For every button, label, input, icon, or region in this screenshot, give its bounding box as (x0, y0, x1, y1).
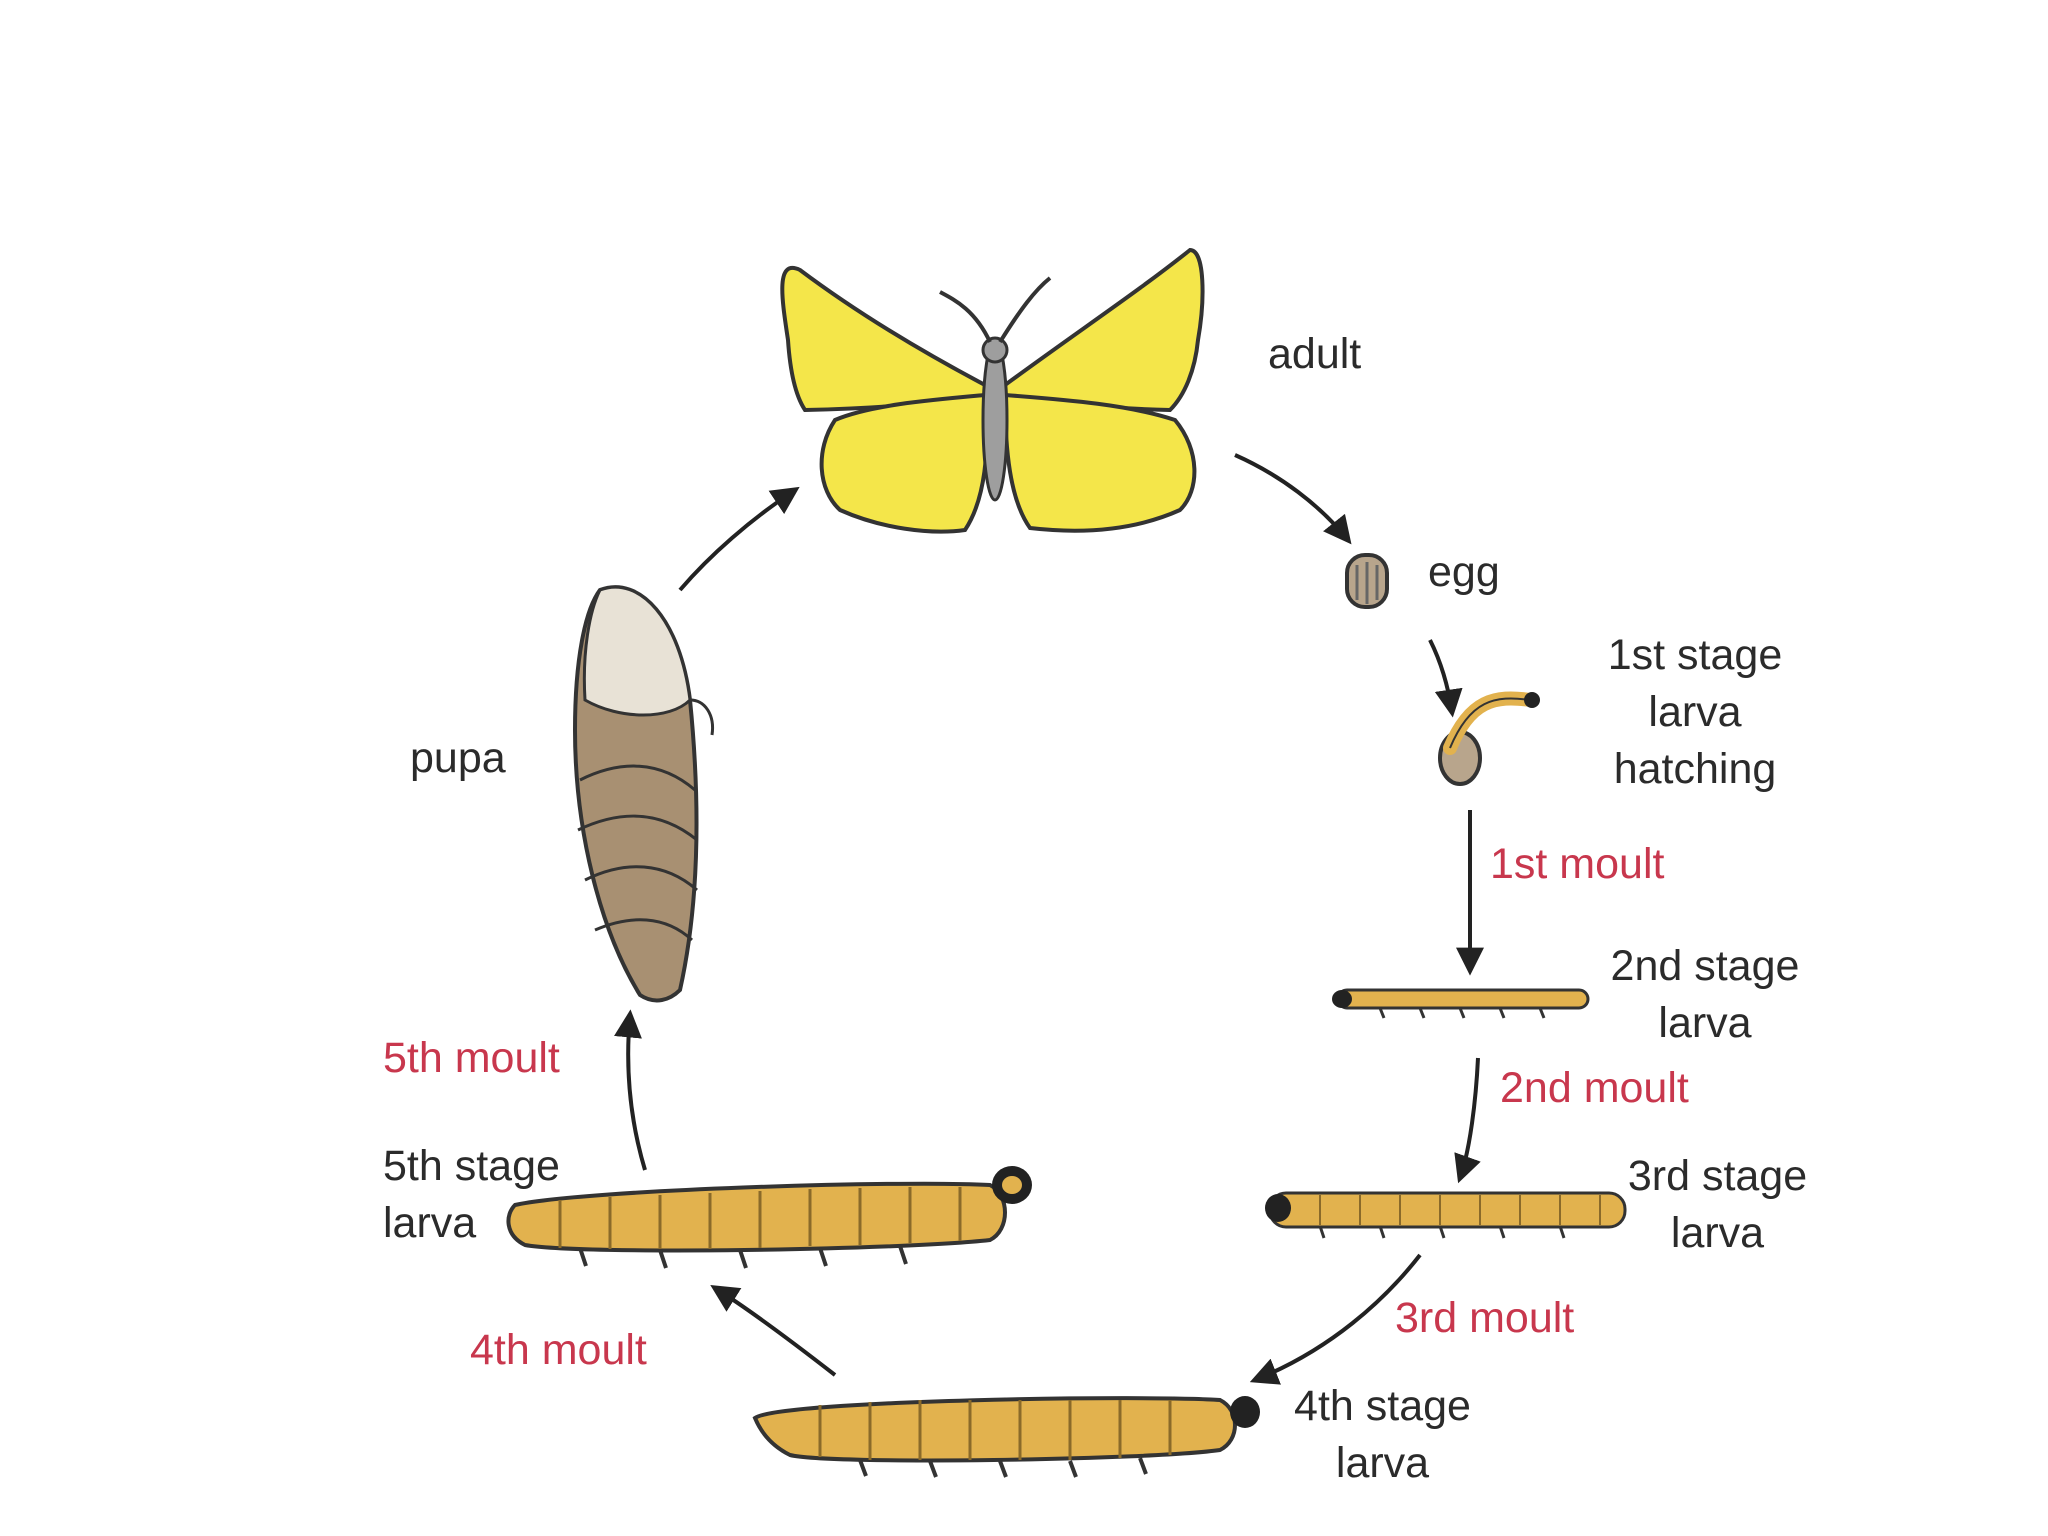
adult-butterfly (780, 247, 1205, 534)
larva3-line-1: 3rd stage (1627, 1152, 1808, 1200)
moult-1-label: 1st moult (1490, 840, 1665, 888)
moult-3-label: 3rd moult (1395, 1294, 1575, 1342)
butterfly-head (981, 336, 1009, 364)
larva1-line-2: larva (1648, 688, 1742, 736)
larva5-line-2: larva (383, 1199, 477, 1247)
adult-label: adult (1268, 330, 1362, 378)
second-stage-larva (1332, 988, 1590, 1019)
hatching-larva-illustration (1438, 691, 1540, 786)
larva5-label: 5th stage larva (383, 1138, 560, 1252)
larva2-line-1: 2nd stage (1610, 942, 1800, 990)
larva5-line-1: 5th stage (383, 1142, 560, 1190)
lower-right-wing (1002, 392, 1197, 533)
third-stage-larva (1265, 1191, 1627, 1239)
upper-right-wing (1003, 247, 1205, 413)
right-antenna (998, 276, 1052, 344)
cycle-arrows (614, 453, 1484, 1385)
egg-illustration (1345, 553, 1389, 609)
larva2-label: 2nd stage larva (1560, 938, 1850, 1052)
larva4-line-1: 4th stage (1294, 1382, 1471, 1430)
arrow-larva4-to-larva5 (710, 1285, 837, 1377)
arrow-egg-to-larva1 (1428, 639, 1463, 718)
left-antenna (939, 290, 992, 343)
larva1-line-1: 1st stage (1607, 631, 1783, 679)
pupa-illustration (572, 585, 715, 1003)
fifth-stage-larva (506, 1166, 1032, 1269)
upper-left-wing (780, 266, 987, 413)
pupa-label: pupa (410, 734, 506, 782)
larva1-label: 1st stage larva hatching (1560, 627, 1830, 798)
fourth-stage-larva (752, 1396, 1260, 1478)
larva3-line-2: larva (1670, 1209, 1765, 1257)
larva1-line-3: hatching (1613, 745, 1777, 793)
egg-label: egg (1428, 548, 1500, 596)
larva2-line-2: larva (1658, 999, 1752, 1047)
arrow-larva2-to-larva3 (1454, 1057, 1481, 1184)
larva4-line-2: larva (1335, 1439, 1430, 1487)
arrow-pupa-to-adult (678, 486, 800, 592)
butterfly-body (981, 338, 1009, 502)
arrow-larva5-to-pupa (614, 1009, 647, 1171)
moult-5-label: 5th moult (383, 1034, 560, 1082)
arrow-larva3-to-larva4 (1249, 1253, 1422, 1385)
arrow-adult-to-egg (1234, 453, 1352, 545)
moult-4-label: 4th moult (470, 1326, 647, 1374)
moult-2-label: 2nd moult (1500, 1064, 1689, 1112)
larva3-label: 3rd stage larva (1575, 1148, 1860, 1262)
lower-left-wing (819, 392, 989, 534)
larva4-label: 4th stage larva (1260, 1378, 1505, 1492)
